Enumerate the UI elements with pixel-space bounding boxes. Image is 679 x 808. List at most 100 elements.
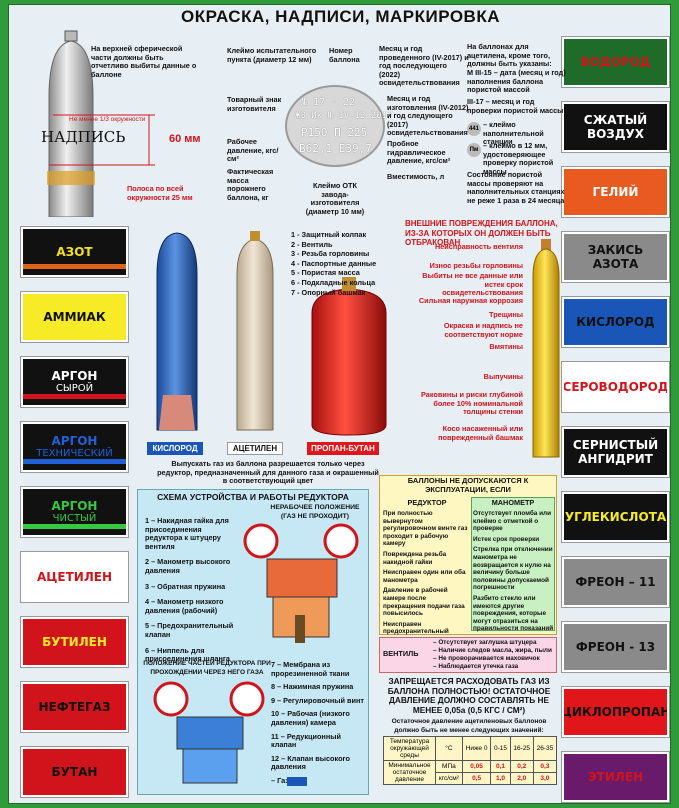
reducer-part: 8 – Нажимная пружина xyxy=(271,682,354,692)
badge-441: 441 xyxy=(467,122,481,136)
badge-pm: Пм xyxy=(467,143,481,157)
gas-tile-right: СЕРОВОДОРОД xyxy=(561,361,670,413)
mpa-2: 0,2 xyxy=(509,760,534,773)
height-label: 60 мм xyxy=(169,133,201,145)
mpa-1: 0,1 xyxy=(490,760,511,773)
gas-tile-sublabel: ТЕХНИЧЕСКИЙ xyxy=(36,448,113,459)
kgs-0: 0,5 xyxy=(461,772,492,785)
unit-mpa: МПа xyxy=(435,760,463,773)
reducer-state-1: НЕРАБОЧЕЕ ПОЛОЖЕНИЕ (ГАЗ НЕ ПРОХОДИТ) xyxy=(270,504,360,520)
stamp-label-6: Пробное гидравлическое давление, кгс/см² xyxy=(387,139,451,166)
manometer-fault: Стрелка при отключении манометра не возв… xyxy=(473,546,553,592)
stamp-oval xyxy=(285,85,385,167)
mpa-0: 0,05 xyxy=(461,760,492,773)
damage-item: Сильная наружная коррозия xyxy=(418,296,523,305)
reducer-part: 2 – Манометр высокого давления xyxy=(145,557,231,575)
damage-item: Окраска и надпись не соответствуют норме xyxy=(443,321,523,339)
gas-tile-sublabel: ЧИСТЫЙ xyxy=(52,513,97,524)
temp-unit: °С xyxy=(435,736,463,761)
unit-kgs: кгс/см² xyxy=(435,772,463,785)
stamp-label-9: Вместимость, л xyxy=(387,172,445,181)
yellow-cylinder xyxy=(532,239,560,458)
damage-item: Раковины и риски глубиной более 10% номи… xyxy=(421,390,523,417)
gas-tile-label: ФРЕОН – 11 xyxy=(575,575,656,589)
temp-0: Ниже 0 xyxy=(461,736,492,761)
gas-tile-right: ФРЕОН – 11 xyxy=(561,556,670,608)
temp-1: 0-15 xyxy=(490,736,511,761)
part-item: 1 - Защитный колпак xyxy=(291,230,367,239)
temp-3: 26-35 xyxy=(532,736,558,761)
valve-title: ВЕНТИЛЬ xyxy=(383,649,419,658)
gas-tile-left: АЗОТ xyxy=(20,226,129,278)
reducer-diagram-2 xyxy=(153,681,265,784)
damage-item: Трещины xyxy=(489,310,523,319)
part-item: 2 - Вентиль xyxy=(291,239,333,249)
stamp-line-1: № 17 - 22 xyxy=(301,97,356,108)
cylinders-illustration xyxy=(156,231,387,436)
part-item: 7 - Опорный башмак xyxy=(291,287,366,297)
manometer-fault: Истек срок проверки xyxy=(473,535,540,543)
damage-item: Вмятины xyxy=(489,342,523,351)
gas-tile-label: УГЛЕКИСЛОТА xyxy=(564,510,667,524)
cylinder-top-diagram xyxy=(47,30,155,217)
gas-tile-sublabel: ВОЗДУХ xyxy=(586,127,645,141)
gas-tile-stripe xyxy=(23,524,126,529)
cylinders-caption: Выпускать газ из баллона разрешается тол… xyxy=(157,459,379,486)
valve-faults: – Отсутствует заглушка штуцера– Наличие … xyxy=(433,639,555,671)
cylinder-top-note: На верхней сферической части должны быть… xyxy=(91,44,197,79)
stamp-label-0: Клеймо испытательного пункта (диаметр 12… xyxy=(227,46,317,64)
gas-tile-label: АММИАК xyxy=(43,310,106,324)
reducer-fault: Неисправен один или оба манометра xyxy=(383,569,466,584)
acetylene-intro: На баллонах для ацетилена, кроме того, д… xyxy=(467,42,552,69)
reducer-col-title: РЕДУКТОР xyxy=(407,498,447,507)
gas-tile-label: АЦЕТИЛЕН xyxy=(36,570,113,584)
valve-fault: – Отсутствует заглушка штуцера xyxy=(433,639,537,646)
part-item: 6 - Подкладные кольца xyxy=(291,277,376,287)
gas-tile-left: БУТАН xyxy=(20,746,129,798)
residual-note: Остаточное давление ацетиленовых баллоно… xyxy=(391,718,547,734)
gas-tile-right: ГЕЛИЙ xyxy=(561,166,670,218)
gas-tile-right: КИСЛОРОД xyxy=(561,296,670,348)
stripe-note: Полоса по всей окружности 25 мм xyxy=(127,184,193,202)
gas-tile-label: ЭТИЛЕН xyxy=(587,770,644,784)
reducer-part: 1 – Накидная гайка для присоединения ред… xyxy=(145,516,229,551)
gas-tile-sublabel: АЗОТА xyxy=(592,257,639,271)
residual-title: ЗАПРЕЩАЕТСЯ РАСХОДОВАТЬ ГАЗ ИЗ БАЛЛОНА П… xyxy=(387,676,551,715)
label-acetylene: АЦЕТИЛЕН xyxy=(227,442,283,455)
reducer-title: СХЕМА УСТРОЙСТВА И РАБОТЫ РЕДУКТОРА xyxy=(157,492,349,502)
reducer-part: 10 – Рабочая (низкого давления) камера xyxy=(271,709,350,727)
gas-tile-label: ЦИКЛОПРОПАН xyxy=(562,705,669,719)
reducer-fault: Повреждена резьба накидной гайки xyxy=(383,550,447,566)
residual-table: Температура окружающей среды °С Ниже 0 0… xyxy=(383,736,558,785)
part-item: 4 - Паспортные данные xyxy=(291,258,377,268)
part-item: 3 - Резьба горловины xyxy=(291,249,370,259)
acetylene-p1: М III-15 – дата (месяц и год) наполнения… xyxy=(467,68,566,95)
gas-tile-right: ВОДОРОД xyxy=(561,36,670,88)
label-propane: ПРОПАН-БУТАН xyxy=(307,442,379,455)
manometer-box xyxy=(471,497,555,631)
gas-tile-label: БУТАН xyxy=(51,765,98,779)
gas-tile-label: АРГОН xyxy=(51,499,98,513)
valve-fault: – Наличие следов масла, жира, пыли xyxy=(433,647,552,654)
gas-swatch xyxy=(287,777,307,786)
gas-tile-sublabel: АНГИДРИТ xyxy=(578,452,653,466)
reducer-part: 12 – Клапан высокого давления xyxy=(271,753,350,772)
reducer-part: 9 – Регулировочный винт xyxy=(271,695,364,705)
reducer-part: 4 – Манометр низкого давления (рабочий) xyxy=(145,597,224,615)
gas-tile-left: АЦЕТИЛЕН xyxy=(20,551,129,603)
gas-tile-label: ГЕЛИЙ xyxy=(592,185,639,199)
gas-tile-sublabel: СЫРОЙ xyxy=(55,383,94,394)
gas-tile-label: СЕРОВОДОРОД xyxy=(562,380,669,394)
stamp-label-7: Фактическая масса порожнего баллона, кг xyxy=(227,167,274,202)
gas-tile-right: ЦИКЛОПРОПАН xyxy=(561,686,670,738)
acetylene-p3: – клеймо наполнительной станции xyxy=(483,120,544,147)
label-oxygen: КИСЛОРОД xyxy=(147,442,203,455)
gas-tile-label: ВОДОРОД xyxy=(580,55,651,69)
gas-tile-left: НЕФТЕГАЗ xyxy=(20,681,129,733)
part-item: 5 - Пористая масса xyxy=(291,268,360,278)
